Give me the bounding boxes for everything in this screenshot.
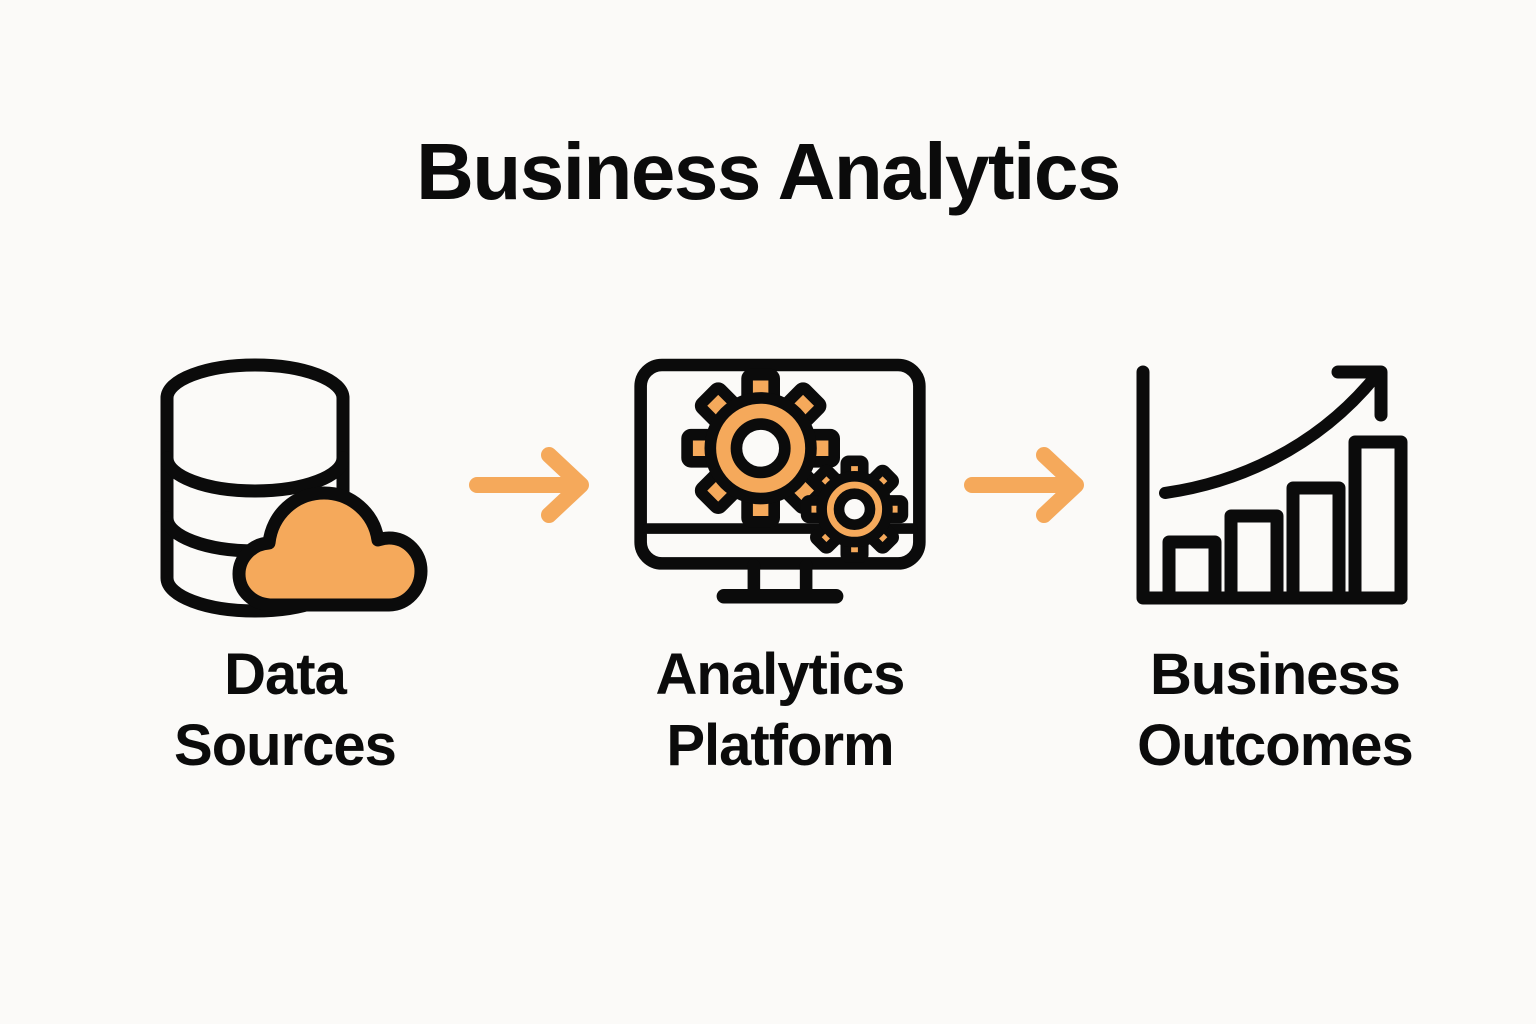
connector-arrow-1 bbox=[458, 350, 608, 620]
process-flow: Data Sources bbox=[120, 350, 1440, 800]
connector-arrow-2 bbox=[953, 350, 1103, 620]
gear-small bbox=[800, 455, 909, 563]
stage-business-outcomes[interactable]: Business Outcomes bbox=[1110, 350, 1440, 782]
page-title: Business Analytics bbox=[416, 127, 1121, 216]
stage-data-sources[interactable]: Data Sources bbox=[120, 350, 450, 782]
trend-arrow-head bbox=[1331, 365, 1388, 422]
bar-2 bbox=[1224, 509, 1284, 605]
stage-label-data-sources: Data Sources bbox=[174, 642, 397, 778]
growth-bar-chart-icon bbox=[1125, 350, 1425, 620]
bar-4 bbox=[1348, 435, 1408, 605]
chart-axes bbox=[1136, 365, 1408, 605]
arrow-right-icon bbox=[963, 447, 1084, 523]
stage-label-analytics-platform: Analytics Platform bbox=[655, 642, 906, 778]
stage-analytics-platform[interactable]: Analytics Platform bbox=[615, 350, 945, 782]
monitor-gears-icon bbox=[630, 350, 930, 620]
stage-label-business-outcomes: Business Outcomes bbox=[1137, 642, 1414, 778]
arrow-right-icon bbox=[468, 447, 589, 523]
trend-curve bbox=[1159, 371, 1381, 499]
database-cloud-icon bbox=[135, 350, 435, 620]
bar-1 bbox=[1162, 535, 1222, 605]
cloud-shape bbox=[232, 486, 428, 612]
bar-3 bbox=[1286, 481, 1346, 605]
